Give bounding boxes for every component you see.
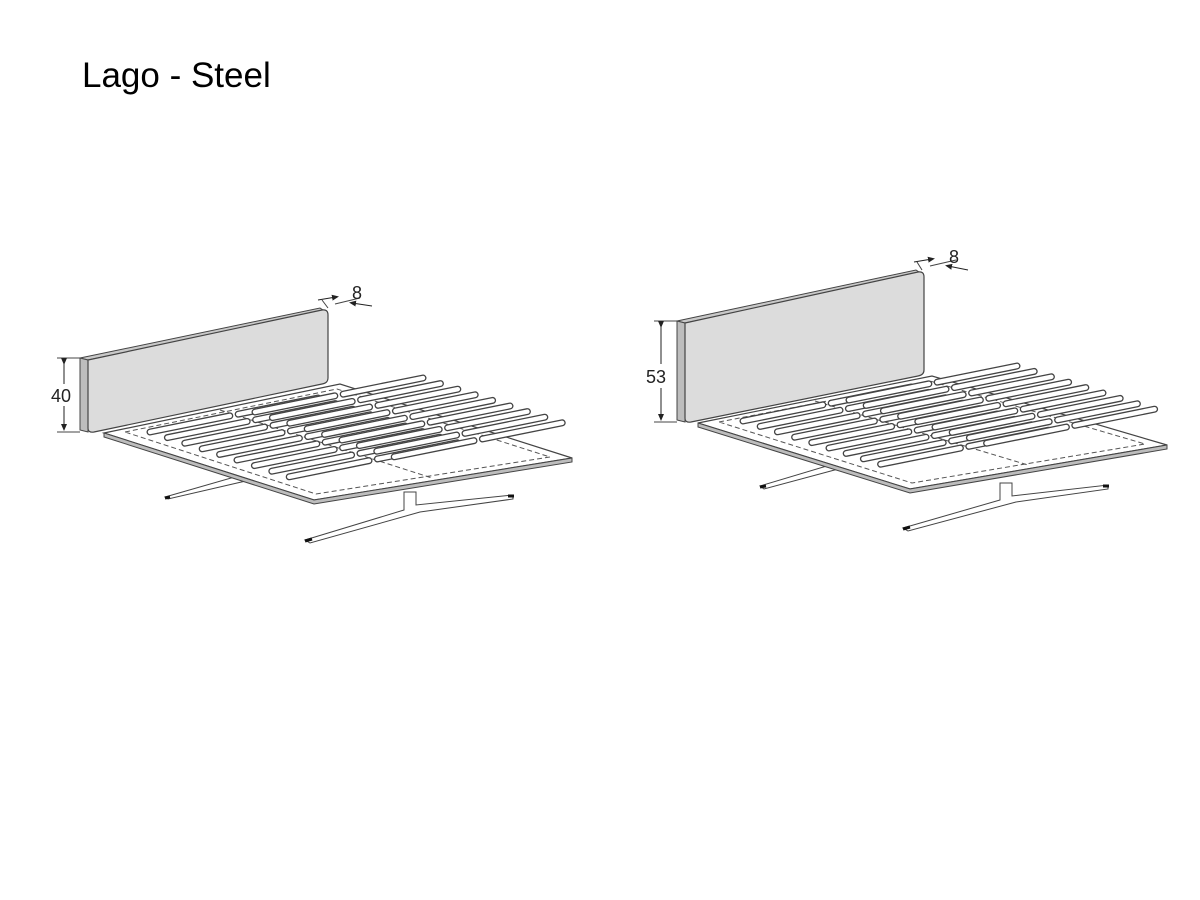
slat-slot-inner xyxy=(305,410,390,431)
slat-slot-inner xyxy=(1021,390,1106,412)
slat-slot-inner xyxy=(322,416,407,437)
slat-slot-inner xyxy=(428,403,513,425)
dimension-height: 40 xyxy=(48,357,80,433)
slat-slot-inner xyxy=(252,393,337,415)
page-title: Lago - Steel xyxy=(82,56,271,95)
slat-slot-inner xyxy=(935,363,1020,385)
slat-slot-inner xyxy=(792,418,877,440)
slat-slot-inner xyxy=(984,424,1069,446)
slat-slot-inner xyxy=(898,397,983,419)
slat-slot-inner xyxy=(758,408,843,429)
slat-slot-inner xyxy=(864,387,949,408)
slat-slot-inner xyxy=(252,447,337,468)
slat-slot-inner xyxy=(915,403,1000,424)
slat-slot-inner xyxy=(826,429,911,451)
bed-slats xyxy=(146,374,566,481)
depth-label: 8 xyxy=(352,283,362,303)
height-label: 40 xyxy=(51,386,71,406)
bed-low-headboard: 40 8 xyxy=(48,283,573,544)
slat-slot-inner xyxy=(740,402,825,424)
slat-slot-inner xyxy=(392,438,477,459)
slat-slot-inner xyxy=(234,441,319,463)
slat-slot-inner xyxy=(952,369,1037,390)
slat-slot-inner xyxy=(287,404,372,426)
slat-slot-inner xyxy=(147,413,233,435)
dimension-depth: 8 xyxy=(317,283,373,309)
slat-slot-inner xyxy=(1003,385,1089,406)
slat-slot-inner xyxy=(445,409,530,430)
slat-slot-inner xyxy=(775,413,860,434)
slat-slot-inner xyxy=(480,420,565,442)
slat-slot-inner xyxy=(358,381,443,402)
bed-base xyxy=(101,374,573,505)
slat-slot-inner xyxy=(881,392,966,413)
slat-slot-inner xyxy=(967,419,1052,440)
slat-slot-inner xyxy=(878,445,963,467)
slat-slot-inner xyxy=(410,398,495,419)
bed-headboard xyxy=(676,269,925,423)
slat-slot-inner xyxy=(1038,396,1123,417)
slat-slot-inner xyxy=(1072,407,1157,428)
slat-slot-inner xyxy=(846,381,931,403)
slat-slot-inner xyxy=(199,430,285,451)
slat-slot-inner xyxy=(270,399,355,420)
slat-slot-inner xyxy=(339,421,424,443)
bed-slats xyxy=(739,362,1159,468)
slat-slot-inner xyxy=(861,440,946,461)
depth-label: 8 xyxy=(949,247,959,267)
slat-slot-inner xyxy=(357,427,442,448)
slat-slot-inner xyxy=(217,436,302,457)
slat-slot-inner xyxy=(986,380,1071,401)
bed-headboard xyxy=(79,307,329,433)
slat-slot-inner xyxy=(374,432,459,454)
slat-slot-inner xyxy=(844,435,929,456)
slat-slot-inner xyxy=(1055,401,1140,423)
slat-slot-inner xyxy=(950,414,1035,435)
slat-slot-inner xyxy=(341,375,426,397)
slat-slot-inner xyxy=(462,415,547,436)
bed-high-headboard: 53 8 xyxy=(644,247,1168,532)
slat-slot-inner xyxy=(182,424,267,446)
slat-slot-inner xyxy=(165,419,250,440)
slat-slot-inner xyxy=(287,458,372,479)
slat-slot-inner xyxy=(375,387,460,408)
dimension-height: 53 xyxy=(644,320,677,423)
bed-base xyxy=(697,362,1168,494)
height-label: 53 xyxy=(646,367,666,387)
slat-slot-inner xyxy=(932,408,1017,430)
slat-slot-inner xyxy=(809,424,894,445)
slat-slot-inner xyxy=(969,374,1054,396)
slat-slot-inner xyxy=(393,392,478,414)
dimension-depth: 8 xyxy=(913,247,969,271)
slat-slot-inner xyxy=(269,452,354,474)
